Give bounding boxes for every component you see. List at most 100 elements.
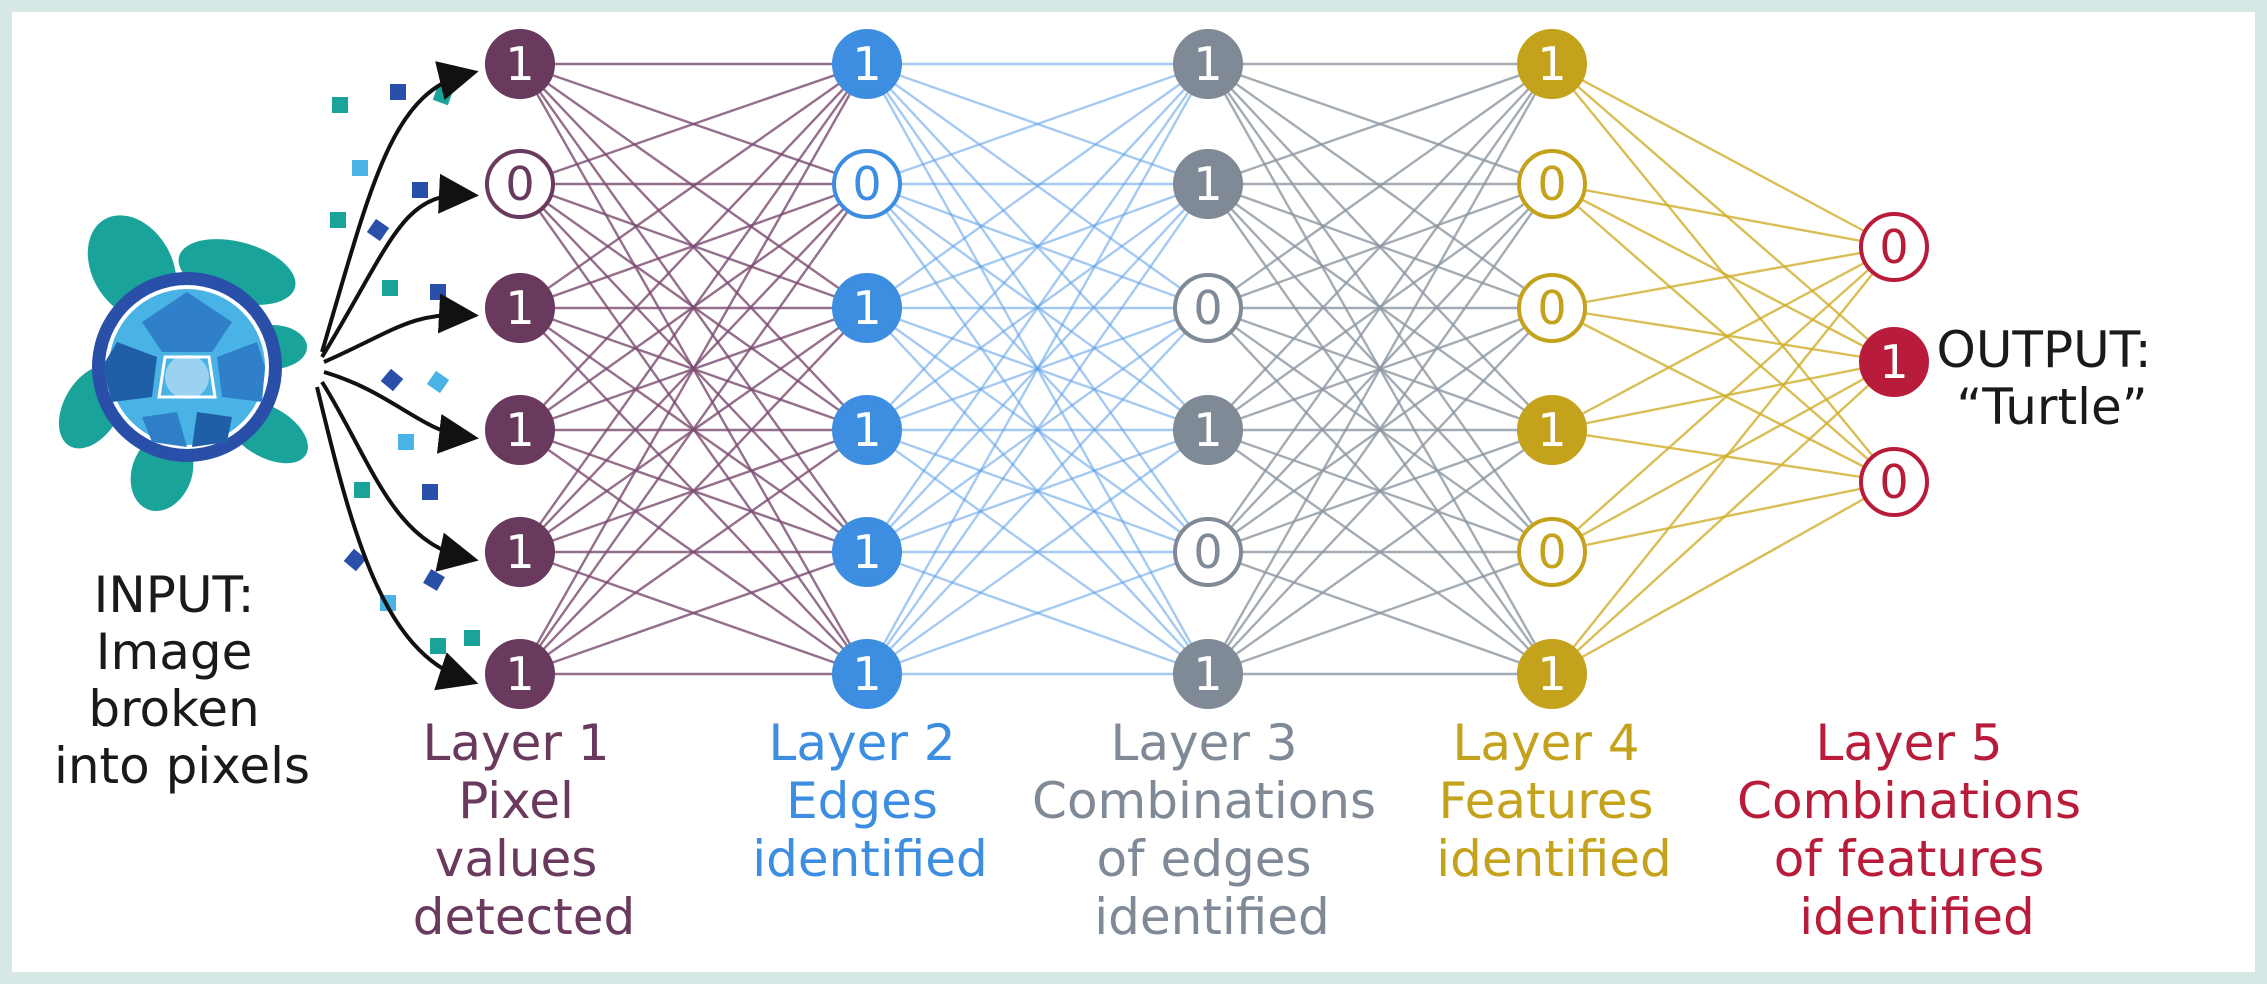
node-circle — [1859, 327, 1929, 397]
input-arrow-icon — [323, 293, 479, 364]
node-circle — [485, 273, 555, 343]
layer-1-node: 1 — [485, 517, 555, 587]
output-label-line: “Turtle” — [1956, 378, 2147, 436]
layer-3-link — [1207, 62, 1553, 186]
pixel — [366, 218, 390, 242]
node-value: 0 — [1537, 281, 1566, 335]
pixel — [330, 212, 346, 228]
pixel — [430, 284, 446, 300]
input-arrow-icon — [320, 173, 479, 359]
node-value: 1 — [505, 37, 534, 91]
layer-4-link — [1551, 62, 1895, 249]
node-value: 1 — [1537, 647, 1566, 701]
pixel — [352, 160, 368, 176]
layer-2-link — [866, 62, 1209, 186]
node-value: 1 — [505, 525, 534, 579]
node-circle — [485, 395, 555, 465]
layer-4-node: 1 — [1517, 395, 1587, 465]
connection-links — [518, 62, 1895, 676]
input-label-line: into pixels — [54, 737, 310, 795]
layer-label-line: Layer 2 — [768, 714, 955, 772]
node-value: 1 — [852, 281, 881, 335]
layer-4-node: 0 — [1517, 273, 1587, 343]
node-circle — [1173, 273, 1243, 343]
layer-label-line: identified — [1799, 888, 2035, 946]
pixel — [464, 630, 480, 646]
layer-3-link — [1207, 63, 1553, 431]
layer-3-label: Layer 3 Combinations of edges identified — [1032, 714, 1392, 946]
layer-1-link — [519, 429, 868, 675]
node-value: 1 — [505, 281, 534, 335]
layer-2-node: 0 — [832, 149, 902, 219]
layer-4-link — [1551, 246, 1895, 675]
node-circle — [1859, 447, 1929, 517]
layer-2-link — [866, 429, 1209, 675]
input-arrow-icon — [323, 370, 479, 454]
node-value: 0 — [1879, 220, 1908, 274]
layer-2-node: 1 — [832, 517, 902, 587]
layer-1-link — [519, 63, 868, 553]
pixel — [423, 569, 445, 591]
input-label-line: INPUT: — [94, 566, 255, 624]
layer-label-line: Features — [1439, 772, 1654, 830]
layer-4-link — [1551, 360, 1895, 432]
layer-label-line: identified — [1094, 888, 1330, 946]
pixel — [332, 97, 348, 113]
output-label-line: OUTPUT: — [1936, 321, 2151, 379]
layer-1-node: 1 — [485, 639, 555, 709]
layer-3-link — [1207, 307, 1553, 675]
layer-2-link — [866, 183, 1209, 675]
layer-1-label: Layer 1 Pixel values detected — [413, 714, 635, 946]
input-label: INPUT: Image broken into pixels — [54, 566, 310, 795]
node-value: 1 — [1879, 335, 1908, 389]
layer-2-link — [866, 63, 1209, 553]
node-circle — [1517, 395, 1587, 465]
node-value: 1 — [852, 525, 881, 579]
layer-3-node: 1 — [1173, 29, 1243, 99]
node-value: 0 — [1193, 281, 1222, 335]
pixel — [426, 370, 450, 394]
node-value: 1 — [505, 403, 534, 457]
layer-5-node: 1 — [1859, 327, 1929, 397]
layer-2-label: Layer 2 Edges identified — [752, 714, 988, 888]
layer-1-node: 1 — [485, 273, 555, 343]
pixel — [354, 482, 370, 498]
input-arrow-icon — [315, 386, 479, 691]
node-value: 1 — [852, 403, 881, 457]
layer-label-line: Layer 4 — [1452, 714, 1639, 772]
node-circle — [1173, 149, 1243, 219]
pixel-squares — [330, 84, 480, 654]
layer-3-link — [1207, 183, 1553, 675]
node-value: 1 — [505, 647, 534, 701]
layer-4-link — [1551, 183, 1895, 483]
layer-label-line: of features — [1774, 830, 2045, 888]
pixel — [343, 548, 367, 572]
node-circle — [485, 149, 555, 219]
node-circle — [1173, 395, 1243, 465]
layer-label-line: Layer 5 — [1815, 714, 2002, 772]
node-circle — [1859, 212, 1929, 282]
node-circle — [1517, 149, 1587, 219]
layer-2-node: 1 — [832, 29, 902, 99]
layer-5-node: 0 — [1859, 447, 1929, 517]
layer-label-line: Combinations — [1737, 772, 2081, 830]
layer-4-link — [1551, 361, 1895, 675]
layer-2-link — [866, 63, 1209, 431]
node-circle — [485, 639, 555, 709]
node-circle — [1173, 517, 1243, 587]
layer-4-label: Layer 4 Features identified — [1436, 714, 1672, 888]
layer-label-line: Pixel — [458, 772, 574, 830]
layer-4-node: 0 — [1517, 149, 1587, 219]
pixel — [390, 84, 406, 100]
layer-4-node: 1 — [1517, 29, 1587, 99]
node-circle — [1173, 29, 1243, 99]
layer-3-node: 1 — [1173, 639, 1243, 709]
layer-1-link — [519, 550, 868, 676]
pixel — [380, 368, 404, 392]
layer-label-line: identified — [752, 830, 988, 888]
node-circle — [1517, 273, 1587, 343]
layer-3-link — [1207, 63, 1553, 309]
pixel — [412, 182, 428, 198]
node-value: 0 — [505, 157, 534, 211]
